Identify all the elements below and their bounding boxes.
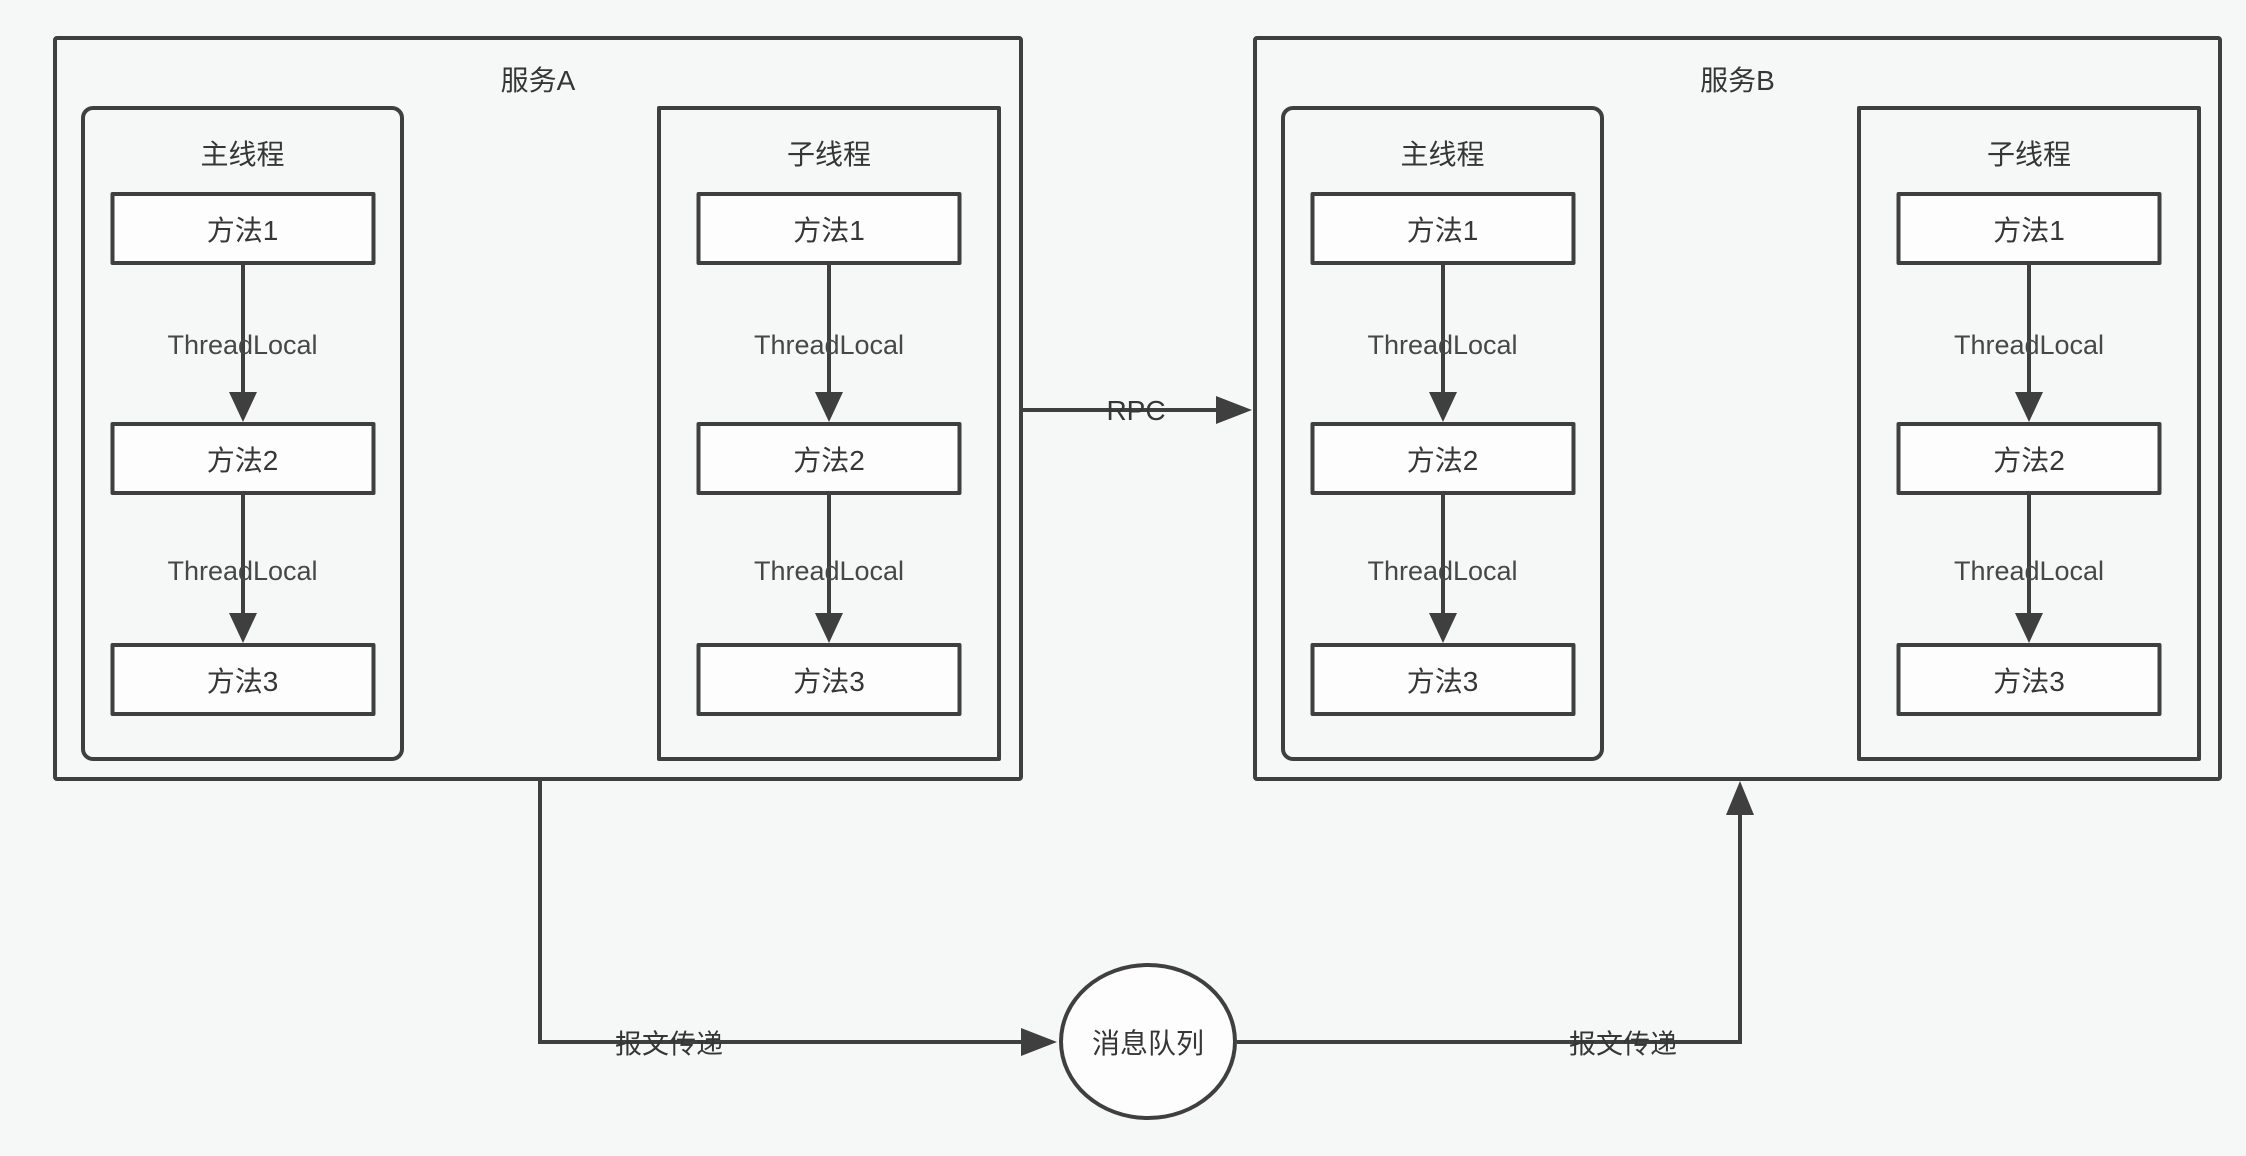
arrowhead-down-icon — [2015, 613, 2043, 643]
queue-line-left — [538, 1040, 1021, 1044]
thread-panel-a-main: 主线程 方法1 ThreadLocal 方法2 ThreadLocal 方法3 — [81, 106, 404, 761]
method-box: 方法3 — [110, 643, 375, 716]
arrow-line — [2027, 265, 2031, 392]
method-box: 方法1 — [1310, 192, 1575, 265]
thread-panel-b-child: 子线程 方法1 ThreadLocal 方法2 ThreadLocal 方法3 — [1857, 106, 2201, 761]
method-box: 方法1 — [1896, 192, 2162, 265]
method-box: 方法3 — [696, 643, 962, 716]
service-title-a: 服务A — [500, 65, 576, 96]
method-box: 方法2 — [110, 422, 375, 495]
arrowhead-down-icon — [228, 613, 257, 643]
method-label: 方法2 — [206, 444, 279, 476]
method-label: 方法2 — [793, 444, 865, 476]
arrow-line — [240, 265, 245, 392]
message-label-right: 报文传递 — [1569, 1029, 1677, 1060]
thread-title: 主线程 — [1400, 139, 1485, 170]
arrow-line — [2027, 495, 2031, 613]
method-box: 方法3 — [1896, 643, 2162, 716]
queue-line-to-b — [1738, 813, 1742, 1044]
method-label: 方法1 — [793, 214, 865, 246]
threadlocal-label: ThreadLocal — [1953, 556, 2105, 586]
queue-arrowhead-icon — [1021, 1028, 1057, 1056]
thread-title: 主线程 — [200, 139, 285, 170]
threadlocal-label: ThreadLocal — [167, 330, 318, 360]
method-label: 方法2 — [1993, 444, 2065, 476]
message-queue-circle: 消息队列 — [1059, 963, 1237, 1120]
message-label-left: 报文传递 — [615, 1029, 723, 1060]
method-label: 方法3 — [1993, 665, 2065, 697]
arrowhead-down-icon — [815, 613, 843, 643]
method-box: 方法1 — [110, 192, 375, 265]
thread-panel-b-main: 主线程 方法1 ThreadLocal 方法2 ThreadLocal 方法3 — [1281, 106, 1604, 761]
threadlocal-label: ThreadLocal — [1367, 330, 1518, 360]
queue-line-right — [1237, 1040, 1740, 1044]
threadlocal-label: ThreadLocal — [753, 330, 905, 360]
arrowhead-down-icon — [815, 392, 843, 422]
arrow-line — [827, 265, 831, 392]
method-label: 方法1 — [1993, 214, 2065, 246]
threadlocal-label: ThreadLocal — [167, 556, 318, 586]
arrowhead-down-icon — [228, 392, 257, 422]
threadlocal-label: ThreadLocal — [753, 556, 905, 586]
method-box: 方法1 — [696, 192, 962, 265]
arrow-line — [1440, 265, 1445, 392]
threadlocal-label: ThreadLocal — [1953, 330, 2105, 360]
method-box: 方法2 — [1896, 422, 2162, 495]
arrow-line — [240, 495, 245, 613]
method-label: 方法3 — [793, 665, 865, 697]
arrow-line — [1440, 495, 1445, 613]
thread-panel-a-child: 子线程 方法1 ThreadLocal 方法2 ThreadLocal 方法3 — [657, 106, 1001, 761]
arrowhead-down-icon — [1428, 613, 1457, 643]
rpc-line — [1023, 408, 1216, 412]
service-title-b: 服务B — [1700, 65, 1775, 96]
service-box-a: 服务A 主线程 方法1 ThreadLocal 方法2 ThreadLocal … — [53, 36, 1023, 781]
queue-label: 消息队列 — [1091, 1027, 1204, 1059]
thread-title: 子线程 — [1986, 139, 2071, 170]
method-box: 方法3 — [1310, 643, 1575, 716]
arrowhead-down-icon — [1428, 392, 1457, 422]
queue-line-from-a — [538, 779, 542, 1042]
arrow-line — [827, 495, 831, 613]
service-b-arrowhead-icon — [1726, 781, 1754, 815]
service-box-b: 服务B 主线程 方法1 ThreadLocal 方法2 ThreadLocal … — [1253, 36, 2222, 781]
method-label: 方法1 — [1406, 214, 1479, 246]
thread-title: 子线程 — [786, 139, 871, 170]
method-box: 方法2 — [696, 422, 962, 495]
arrowhead-down-icon — [2015, 392, 2043, 422]
method-label: 方法3 — [206, 665, 279, 697]
rpc-label: RPC — [1106, 395, 1166, 426]
rpc-arrowhead-icon — [1216, 396, 1252, 424]
method-box: 方法2 — [1310, 422, 1575, 495]
threadlocal-label: ThreadLocal — [1367, 556, 1518, 586]
method-label: 方法1 — [206, 214, 279, 246]
method-label: 方法2 — [1406, 444, 1479, 476]
method-label: 方法3 — [1406, 665, 1479, 697]
